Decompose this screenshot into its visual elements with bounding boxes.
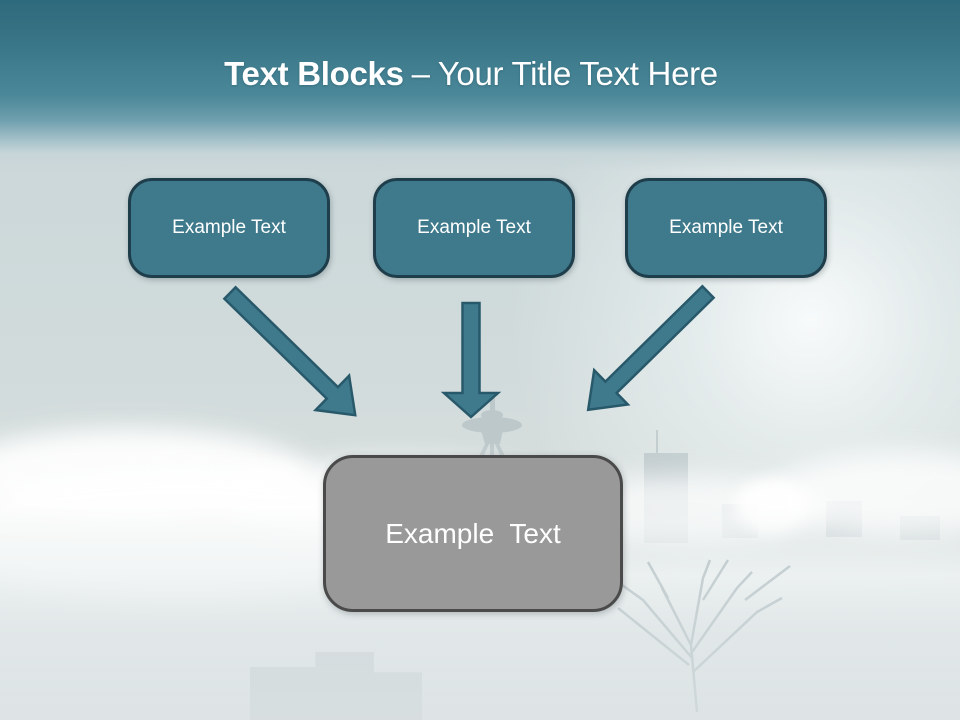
text-block-1-label: Example Text bbox=[172, 217, 286, 238]
result-text-block: Example Text bbox=[323, 455, 623, 612]
title-separator: – bbox=[411, 55, 430, 92]
header-band bbox=[0, 0, 960, 172]
slide-title-text: Your Title Text Here bbox=[437, 55, 718, 92]
text-block-3-label: Example Text bbox=[669, 217, 783, 238]
slide-title-emphasis: Text Blocks bbox=[224, 55, 404, 92]
text-block-2-label: Example Text bbox=[417, 217, 531, 238]
text-block-3: Example Text bbox=[625, 178, 827, 278]
text-block-1: Example Text bbox=[128, 178, 330, 278]
result-text-block-label: Example Text bbox=[385, 517, 561, 549]
text-block-2: Example Text bbox=[373, 178, 575, 278]
slide-title: Text Blocks–Your Title Text Here bbox=[224, 56, 718, 92]
